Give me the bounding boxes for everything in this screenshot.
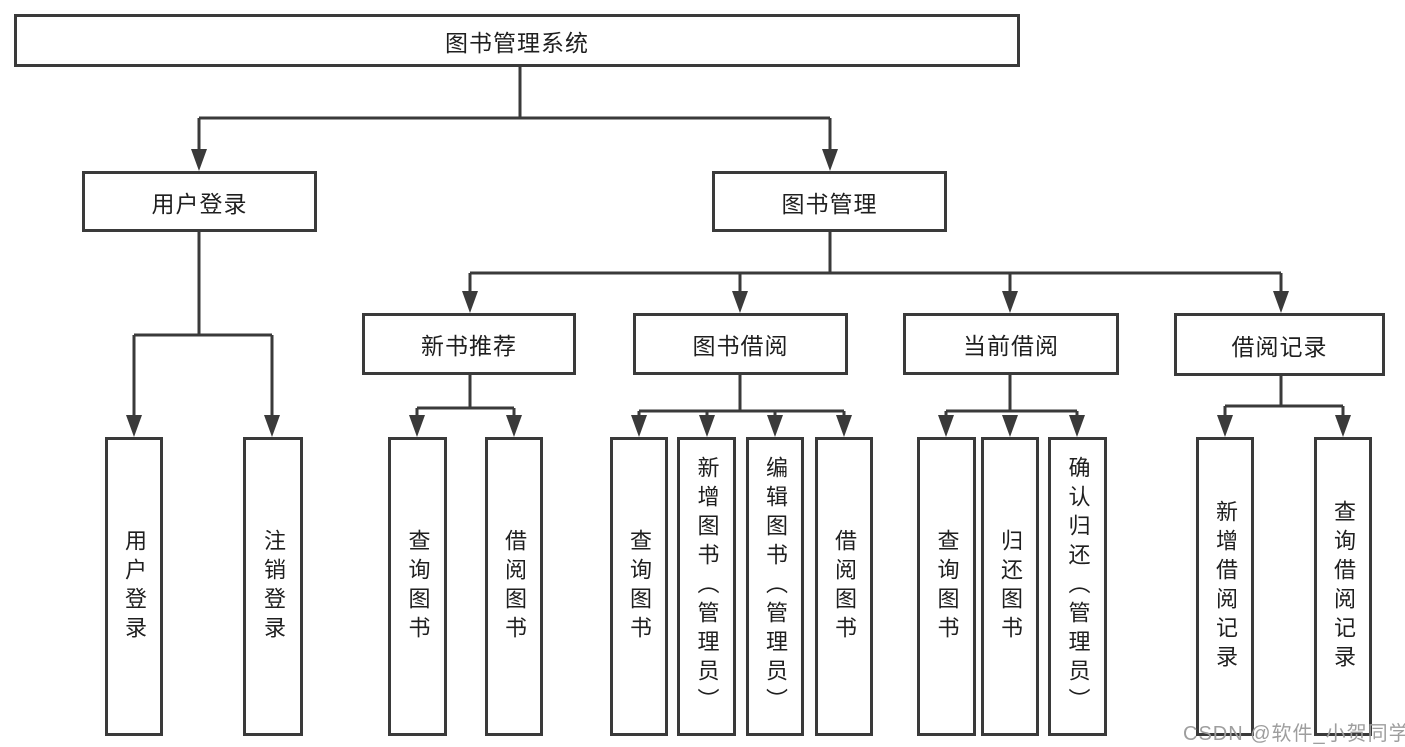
- node-label: 用户登录: [122, 528, 147, 645]
- node-label: 查询图书: [627, 528, 652, 645]
- leaf-borrow-books: 借阅图书: [815, 437, 873, 736]
- node-label: 新增图书（管理员）: [694, 456, 720, 717]
- leaf-borrow-books-recommend: 借阅图书: [485, 437, 543, 736]
- node-label: 当前借阅: [963, 333, 1059, 359]
- node-label: 编辑图书（管理员）: [763, 456, 788, 717]
- leaf-confirm-return-admin: 确认归还（管理员）: [1048, 437, 1107, 736]
- node-book-borrowing: 图书借阅: [633, 313, 848, 375]
- leaf-add-borrow-record: 新增借阅记录: [1196, 437, 1254, 736]
- node-label: 借阅图书: [502, 528, 527, 645]
- connector-segments: [132, 67, 1345, 416]
- node-borrowing-records: 借阅记录: [1174, 313, 1385, 376]
- node-label: 注销登录: [261, 528, 286, 645]
- leaf-edit-books-admin: 编辑图书（管理员）: [746, 437, 804, 736]
- arrowheads: [126, 149, 1351, 437]
- node-label: 用户登录: [151, 190, 248, 217]
- leaf-query-borrow-record: 查询借阅记录: [1314, 437, 1372, 736]
- leaf-query-books-recommend: 查询图书: [388, 437, 447, 736]
- node-label: 图书管理: [781, 190, 878, 217]
- leaf-logout: 注销登录: [243, 437, 303, 736]
- node-label: 查询图书: [934, 528, 960, 645]
- node-label: 借阅图书: [832, 528, 857, 645]
- node-label: 查询借阅记录: [1331, 499, 1356, 674]
- node-label: 新增借阅记录: [1213, 499, 1238, 674]
- node-label: 图书借阅: [692, 333, 789, 359]
- node-label: 确认归还（管理员）: [1065, 456, 1091, 717]
- watermark-text: CSDN @软件_小贺同学: [1183, 723, 1405, 745]
- leaf-return-books: 归还图书: [981, 437, 1039, 736]
- node-user-login: 用户登录: [82, 171, 317, 232]
- node-label: 查询图书: [405, 528, 431, 645]
- node-current-borrowing: 当前借阅: [903, 313, 1119, 375]
- node-label: 图书管理系统: [445, 29, 589, 56]
- node-new-book-recommend: 新书推荐: [362, 313, 576, 375]
- node-root-library-management-system: 图书管理系统: [14, 14, 1020, 67]
- node-label: 新书推荐: [421, 333, 517, 359]
- leaf-add-books-admin: 新增图书（管理员）: [677, 437, 736, 736]
- leaf-query-books-current: 查询图书: [917, 437, 976, 736]
- node-label: 归还图书: [998, 528, 1023, 645]
- node-book-management: 图书管理: [712, 171, 947, 232]
- leaf-user-login: 用户登录: [105, 437, 163, 736]
- node-label: 借阅记录: [1231, 333, 1328, 360]
- leaf-query-books-borrowing: 查询图书: [610, 437, 668, 736]
